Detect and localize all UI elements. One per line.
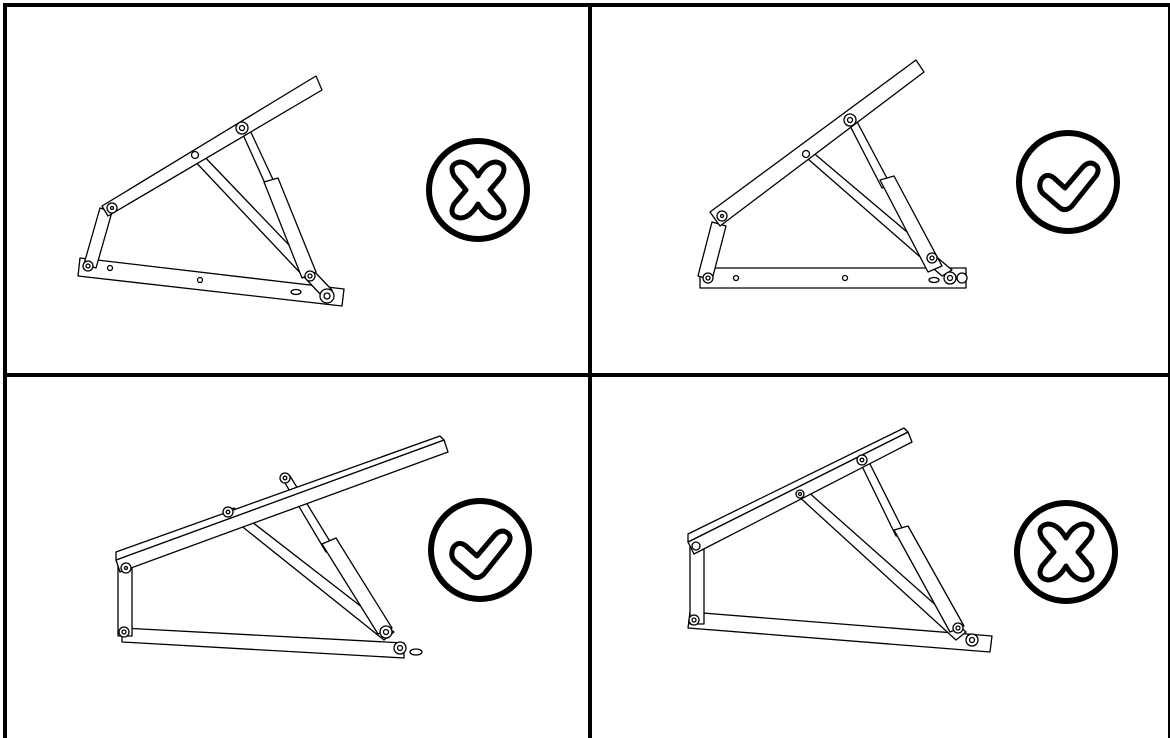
panel-bottom-right	[687, 427, 1115, 653]
lift-mechanism-drawing	[687, 427, 993, 653]
panel-top-left	[77, 75, 527, 307]
check-mark-icon	[431, 501, 529, 599]
lift-mechanism-drawing	[115, 435, 449, 659]
panel-top-right	[697, 59, 1117, 289]
check-mark-icon	[1019, 133, 1117, 231]
x-mark-icon	[1017, 503, 1115, 601]
lift-mechanism-drawing	[77, 75, 345, 307]
grid-frame	[3, 3, 1170, 738]
panel-bottom-left	[115, 435, 529, 659]
x-mark-icon	[429, 141, 527, 239]
lift-mechanism-drawing	[697, 59, 968, 289]
